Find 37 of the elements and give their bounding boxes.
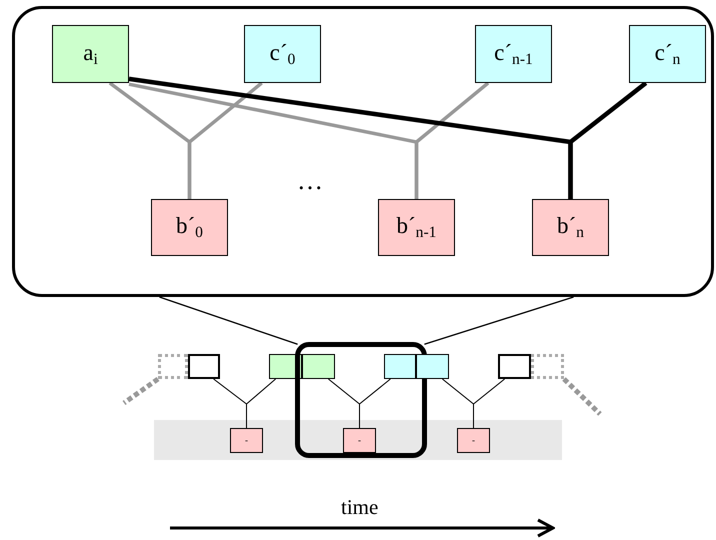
empty-box: [498, 354, 531, 379]
connector-line: [424, 296, 574, 345]
process-box: [532, 199, 609, 256]
connector-line: [414, 82, 490, 199]
node-label: c´$_{0}$: [270, 40, 296, 68]
ellipsis: …: [297, 168, 323, 194]
node-label: -: [245, 436, 248, 445]
empty-box: [188, 354, 220, 379]
connector-line: [568, 81, 648, 199]
node-label: b´$_{0}$: [176, 214, 203, 241]
node-label: b´$_{n}$: [557, 214, 584, 241]
process-box: [302, 354, 335, 379]
process-box: [378, 199, 455, 256]
process-box: [457, 428, 490, 453]
highlight-frame: [295, 342, 427, 458]
node-label: -: [472, 436, 475, 445]
process-box: [244, 25, 321, 83]
faded-box: [531, 354, 564, 379]
process-box: [52, 25, 129, 83]
node-label: c´$_{n}$: [654, 40, 680, 68]
node-label: -: [358, 436, 361, 445]
process-box: [151, 199, 228, 256]
connector-line: [159, 296, 298, 345]
dashed-connector: [562, 377, 602, 416]
process-box: [475, 25, 552, 83]
node-label: c´$_{n-1}$: [494, 40, 533, 68]
axis-label: time: [341, 497, 378, 518]
process-box: [343, 428, 376, 453]
dashed-connector: [122, 376, 160, 406]
node-label: a$_{i}$: [83, 40, 98, 68]
process-box: [416, 354, 449, 379]
connector-line: [188, 82, 263, 199]
zoom-panel: [12, 6, 714, 297]
process-box: [230, 428, 263, 453]
process-box: [384, 354, 416, 379]
process-box: [629, 25, 706, 83]
node-label: b´$_{n-1}$: [396, 214, 436, 241]
